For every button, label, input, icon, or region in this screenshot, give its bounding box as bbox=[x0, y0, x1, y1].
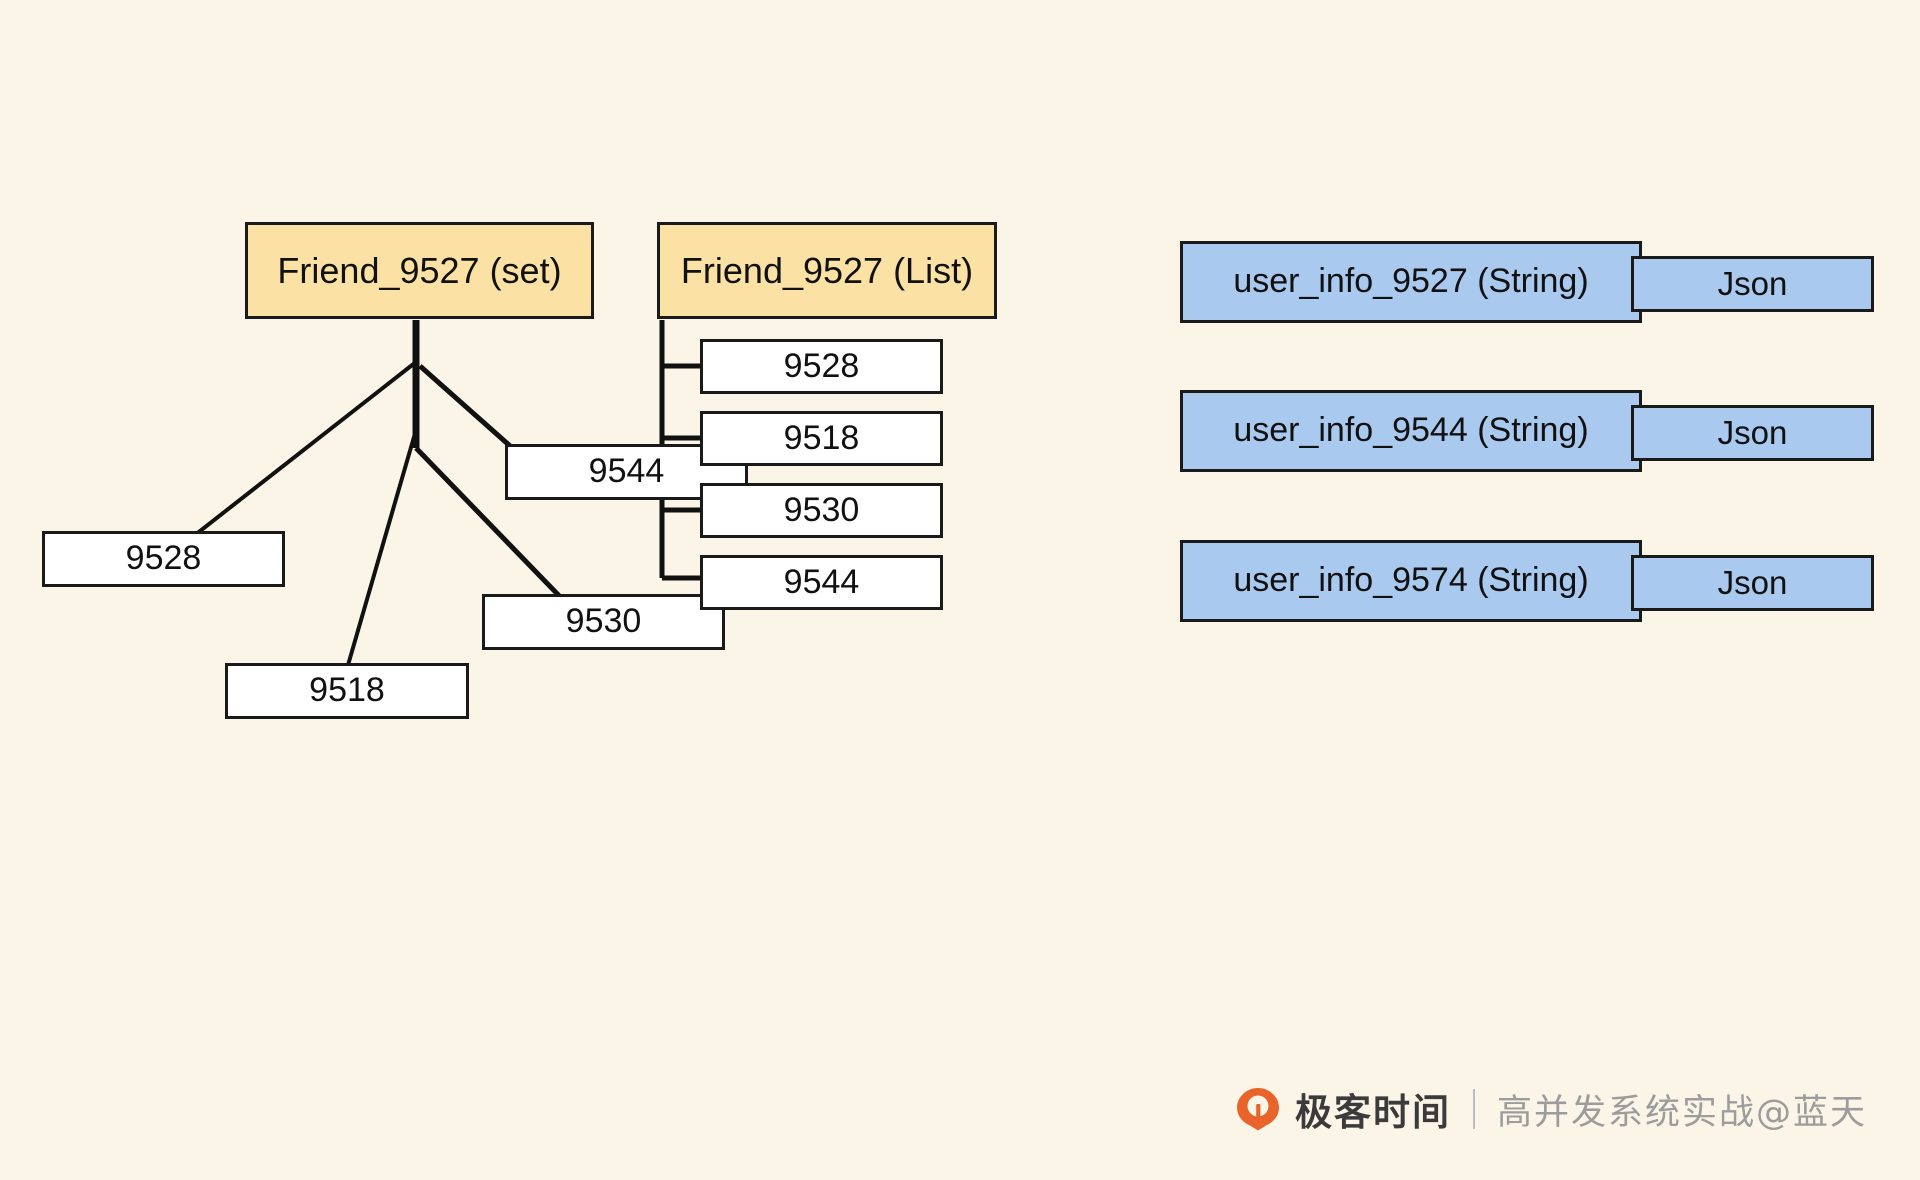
set-member-box-9528[interactable]: 9528 bbox=[42, 531, 285, 587]
watermark-brand: 极客时间 bbox=[1295, 1091, 1451, 1134]
list-member-label: 9528 bbox=[783, 346, 860, 385]
string-json-label: Json bbox=[1717, 563, 1788, 601]
string-key-label: user_info_9544 (String) bbox=[1233, 411, 1589, 450]
set-key-box[interactable]: Friend_9527 (set) bbox=[245, 222, 594, 319]
list-member-box-2[interactable]: 9518 bbox=[700, 411, 943, 466]
string-json-label: Json bbox=[1717, 413, 1788, 451]
list-member-label: 9530 bbox=[783, 490, 860, 529]
string-json-box-3[interactable]: Json bbox=[1631, 555, 1874, 611]
set-member-label: 9544 bbox=[588, 452, 665, 491]
string-key-label: user_info_9574 (String) bbox=[1233, 561, 1589, 600]
list-member-label: 9544 bbox=[783, 562, 860, 601]
set-branch-9528 bbox=[170, 360, 418, 555]
string-key-box-1[interactable]: user_info_9527 (String) bbox=[1180, 241, 1642, 323]
set-member-label: 9530 bbox=[565, 602, 642, 641]
list-member-box-1[interactable]: 9528 bbox=[700, 339, 943, 394]
list-key-box[interactable]: Friend_9527 (List) bbox=[657, 222, 997, 319]
set-member-label: 9518 bbox=[309, 671, 385, 710]
watermark-subtitle: 高并发系统实战@蓝天 bbox=[1497, 1092, 1868, 1133]
list-key-label: Friend_9527 (List) bbox=[680, 249, 974, 291]
list-member-label: 9518 bbox=[783, 418, 860, 457]
set-branch-9544 bbox=[418, 364, 520, 455]
watermark-divider bbox=[1473, 1089, 1475, 1129]
string-json-label: Json bbox=[1717, 264, 1788, 302]
string-key-box-2[interactable]: user_info_9544 (String) bbox=[1180, 390, 1642, 472]
string-key-box-3[interactable]: user_info_9574 (String) bbox=[1180, 540, 1642, 622]
string-key-label: user_info_9527 (String) bbox=[1233, 262, 1589, 301]
string-json-box-2[interactable]: Json bbox=[1631, 405, 1874, 461]
set-key-label: Friend_9527 (set) bbox=[277, 249, 562, 291]
set-branch-9518 bbox=[344, 429, 418, 673]
set-member-box-9518[interactable]: 9518 bbox=[225, 663, 469, 719]
set-member-box-9530[interactable]: 9530 bbox=[482, 594, 725, 650]
watermark: 极客时间 高并发系统实战@蓝天 bbox=[1235, 1082, 1867, 1136]
geekbang-logo-icon bbox=[1235, 1086, 1281, 1132]
set-member-label: 9528 bbox=[125, 539, 202, 578]
string-json-box-1[interactable]: Json bbox=[1631, 256, 1874, 312]
list-member-box-3[interactable]: 9530 bbox=[700, 483, 943, 538]
list-member-box-4[interactable]: 9544 bbox=[700, 555, 943, 610]
